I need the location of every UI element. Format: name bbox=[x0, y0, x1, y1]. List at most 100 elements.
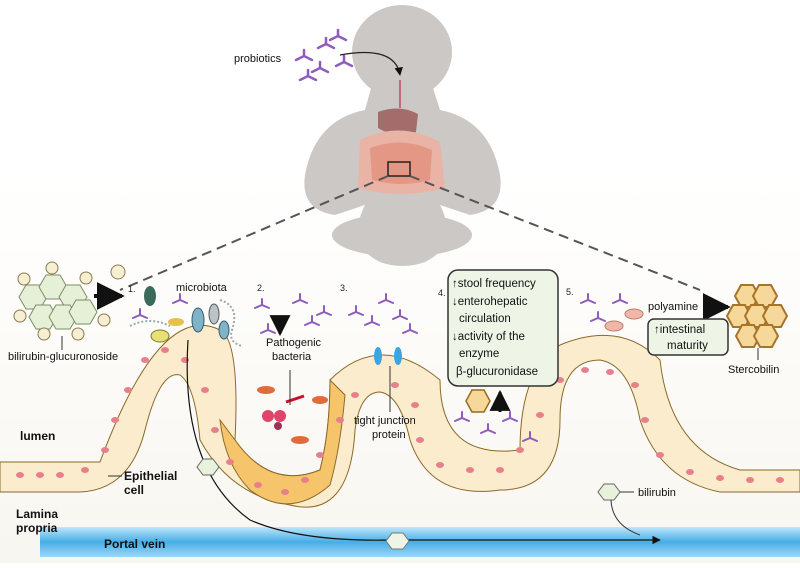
nucleus bbox=[686, 469, 694, 475]
probiotic bbox=[612, 293, 628, 304]
portal-vein bbox=[40, 527, 800, 557]
nucleus bbox=[316, 452, 324, 458]
lumen-stercobilin-hexagon bbox=[465, 389, 491, 413]
box-stool-line6: β-glucuronidase bbox=[456, 366, 538, 378]
nucleus bbox=[56, 472, 64, 478]
probiotic bbox=[378, 293, 394, 304]
probiotic bbox=[590, 311, 606, 322]
step-1: 1. bbox=[128, 284, 136, 294]
zoom-line-right bbox=[409, 175, 701, 291]
bilirubin-to-vein-line bbox=[610, 499, 641, 536]
box-stool-line3: circulation bbox=[459, 313, 511, 325]
intestinal-maturity-box bbox=[647, 318, 729, 356]
pathogenic-bacteria-group bbox=[257, 370, 328, 444]
lamina-label-line2: propria bbox=[16, 521, 58, 535]
nucleus bbox=[111, 417, 119, 423]
nucleus bbox=[201, 387, 209, 393]
cell-nuclei bbox=[16, 347, 784, 495]
step-4: 4. bbox=[438, 288, 446, 298]
tight-junction-proteins bbox=[374, 347, 402, 365]
nucleus bbox=[226, 459, 234, 465]
nucleus bbox=[36, 472, 44, 478]
microbiota-group bbox=[129, 286, 243, 347]
step-5: 5. bbox=[566, 287, 574, 297]
nucleus bbox=[631, 382, 639, 388]
probiotics-label: probiotics bbox=[234, 53, 282, 65]
probiotic bbox=[402, 323, 418, 334]
bilirubin-glucuronoside-label: bilirubin-glucuronoside bbox=[8, 351, 118, 363]
probiotic bbox=[364, 315, 380, 326]
bilirubin-in-vein bbox=[385, 532, 410, 550]
stool-frequency-box bbox=[447, 269, 559, 387]
polyamine-molecule-b bbox=[604, 320, 624, 332]
nucleus bbox=[581, 367, 589, 373]
probiotics-arrow bbox=[339, 51, 403, 76]
lumen-probiotics bbox=[132, 293, 628, 442]
nucleus bbox=[496, 467, 504, 473]
stercobilin-label: Stercobilin bbox=[728, 364, 779, 376]
probiotic bbox=[522, 431, 538, 442]
bilirubin-label: bilirubin bbox=[638, 487, 676, 499]
pathogenic-label-line1: Pathogenic bbox=[266, 337, 322, 349]
nucleus bbox=[606, 369, 614, 375]
box-stool-line4: ↓activity of the bbox=[452, 331, 525, 343]
nucleus bbox=[776, 477, 784, 483]
nucleus bbox=[254, 482, 262, 488]
nucleus bbox=[81, 467, 89, 473]
probiotic bbox=[172, 293, 188, 304]
portal-vein-label: Portal vein bbox=[104, 537, 165, 551]
nucleus bbox=[161, 347, 169, 353]
bilirubin-crossing-hexagon bbox=[196, 458, 220, 476]
box-intestinal-line2: maturity bbox=[667, 340, 708, 352]
epithelial-label-line1: Epithelial bbox=[124, 469, 177, 483]
bilirubin-legend-hexagon bbox=[597, 483, 621, 501]
nucleus bbox=[516, 447, 524, 453]
probiotic bbox=[454, 411, 470, 422]
probiotic bbox=[480, 423, 496, 434]
nucleus bbox=[16, 472, 24, 478]
stercobilin-cluster bbox=[725, 284, 789, 348]
nucleus bbox=[211, 427, 219, 433]
magnification-box bbox=[387, 161, 411, 177]
probiotics-cluster bbox=[294, 28, 354, 82]
nucleus bbox=[411, 402, 419, 408]
nucleus bbox=[641, 417, 649, 423]
bilirubin-glucuronoside-cluster bbox=[13, 261, 126, 341]
probiotic bbox=[502, 411, 518, 422]
probiotic bbox=[316, 305, 332, 316]
nucleus bbox=[436, 462, 444, 468]
nucleus bbox=[351, 392, 359, 398]
tight-junction-label-line1: tight junction bbox=[354, 415, 416, 427]
polyamine-label: polyamine bbox=[648, 301, 698, 313]
lamina-label-line1: Lamina bbox=[16, 507, 58, 521]
box-stool-line1: ↑stool frequency bbox=[452, 278, 536, 290]
step-3: 3. bbox=[340, 283, 348, 293]
nucleus bbox=[124, 387, 132, 393]
nucleus bbox=[416, 437, 424, 443]
stool-frequency-text: ↑stool frequency ↓enterohepatic circulat… bbox=[452, 278, 538, 378]
probiotic bbox=[254, 298, 270, 309]
probiotic bbox=[132, 308, 148, 319]
epithelial-label-line2: cell bbox=[124, 483, 144, 497]
nucleus bbox=[101, 447, 109, 453]
portal-vein-flow-arrow bbox=[186, 339, 661, 545]
nucleus bbox=[141, 357, 149, 363]
box-intestinal-line1: ↑intestinal bbox=[654, 324, 705, 336]
nucleus bbox=[716, 475, 724, 481]
probiotic bbox=[304, 315, 320, 326]
nucleus bbox=[536, 412, 544, 418]
box-stool-line5: enzyme bbox=[459, 348, 499, 360]
microbiota-label: microbiota bbox=[176, 282, 228, 294]
probiotic bbox=[260, 323, 276, 334]
probiotic bbox=[292, 293, 308, 304]
zoom-line-left bbox=[119, 175, 389, 291]
nucleus bbox=[336, 417, 344, 423]
pathogenic-label-line2: bacteria bbox=[272, 351, 312, 363]
epithelium bbox=[0, 324, 800, 508]
nucleus bbox=[466, 467, 474, 473]
nucleus bbox=[656, 452, 664, 458]
polyamine-molecule-a bbox=[624, 308, 644, 320]
box-stool-line2: ↓enterohepatic bbox=[452, 296, 528, 308]
probiotic bbox=[580, 293, 596, 304]
